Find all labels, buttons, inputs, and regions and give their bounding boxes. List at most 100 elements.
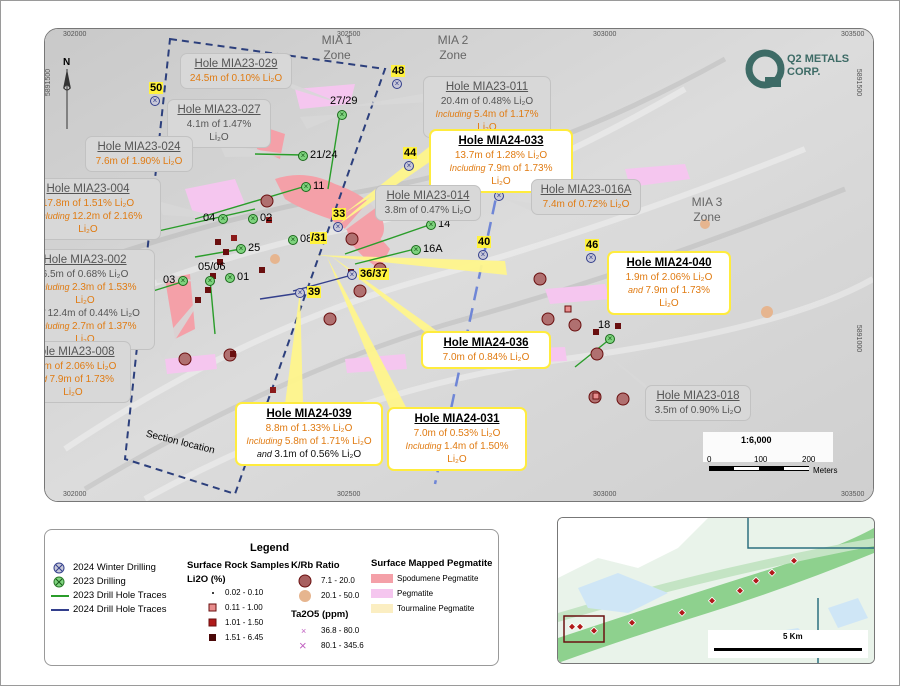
drill-hole-marker[interactable]: × <box>218 214 228 224</box>
drill-hole-marker[interactable]: × <box>333 222 343 232</box>
inset-area-north <box>558 518 708 578</box>
coord-right-2: 5891000 <box>855 324 863 353</box>
legend-krb-title: K/Rb Ratio <box>291 560 340 571</box>
company-line2: CORP. <box>787 66 821 78</box>
legend-pegmatite: Pegmatite <box>397 589 434 598</box>
scale-ratio: 1:6,000 <box>741 435 772 445</box>
legend-spodumene-swatch <box>371 574 393 583</box>
intercept-value: 12.4m of 0.44% Li₂O <box>47 308 140 319</box>
intercept-value: 12.2m of 2.16% Li₂O <box>72 211 143 235</box>
coord-top-2: 302500 <box>337 31 361 38</box>
drill-hole-label: 48 <box>391 65 406 77</box>
legend-title: Legend <box>250 542 290 554</box>
legend-ta-1-icon: × <box>301 626 306 636</box>
inset-scale-bar <box>714 648 862 651</box>
intercept-line: and 7.9m of 1.73% Li₂O <box>45 373 122 399</box>
drill-hole-marker[interactable]: × <box>605 334 615 344</box>
scale-tick-200: 200 <box>802 455 816 464</box>
intercept-value: 3.5m of 0.90% Li₂O <box>654 405 742 416</box>
legend-trace-2023-label: 2023 Drill Hole Traces <box>73 590 167 601</box>
drill-hole-marker[interactable]: × <box>205 276 215 286</box>
legend-tourmaline: Tourmaline Pegmatite <box>397 604 475 613</box>
intercept-line: 20.4m of 0.48% Li₂O <box>432 95 542 108</box>
intercept-value: 7.4m of 0.72% Li₂O <box>542 199 630 210</box>
intercept-line: 24.5m of 0.10% Li₂O <box>189 72 283 85</box>
drill-hole-marker[interactable]: × <box>295 288 305 298</box>
intercept-line: 3.8m of 0.47% Li₂O <box>384 204 472 217</box>
coord-bottom-3: 303000 <box>593 491 617 498</box>
drill-hole-marker[interactable]: × <box>150 96 160 106</box>
coord-left-1: 5891500 <box>45 68 53 97</box>
intercept-line: 7.0m of 0.53% Li₂O <box>397 427 517 440</box>
drill-hole-marker[interactable]: × <box>337 110 347 120</box>
drill-hole-marker[interactable]: × <box>225 273 235 283</box>
drill-hole-marker[interactable]: × <box>392 79 402 89</box>
pegmatite <box>185 179 245 219</box>
intercept-line: 17.8m of 1.51% Li₂O <box>45 197 152 210</box>
drill-hole-marker[interactable]: × <box>301 182 311 192</box>
intercept-line: Including 2.7m of 1.37% Li₂O <box>45 320 146 346</box>
intercept-value: 1.9m of 2.06% Li₂O <box>625 272 713 283</box>
drill-hole-marker[interactable]: × <box>298 151 308 161</box>
legend-li-2 <box>208 603 217 612</box>
drill-hole-marker[interactable]: × <box>178 276 188 286</box>
intercept-line: and 3.1m of 0.56% Li₂O <box>245 448 373 461</box>
drill-hole-marker[interactable]: × <box>347 270 357 280</box>
inset-canvas <box>558 518 874 663</box>
intercept-qualifier: and <box>45 308 48 318</box>
drill-hole-label: 21/24 <box>310 149 338 161</box>
pegmatite <box>295 84 355 109</box>
legend-li-title: Li2O (%) <box>187 574 226 585</box>
inset-map[interactable]: 5 Km <box>557 517 875 664</box>
legend-ta-range-2: 80.1 - 345.6 <box>321 641 364 650</box>
drill-hole-label: /31 <box>310 232 328 244</box>
inset-boundary <box>747 518 874 549</box>
intercept-qualifier: and <box>256 449 275 459</box>
legend-krb-range-1: 7.1 - 20.0 <box>321 576 355 585</box>
intercept-line: and 7.9m of 1.73% Li₂O <box>617 284 721 310</box>
drill-hole-marker[interactable]: × <box>411 245 421 255</box>
intercept-value: 2.3m of 1.53% Li₂O <box>72 282 137 306</box>
drill-hole-marker[interactable]: × <box>236 244 246 254</box>
drill-hole-label: 03 <box>163 274 176 286</box>
drill-hole-marker[interactable]: × <box>248 214 258 224</box>
legend-peg-title: Surface Mapped Pegmatite <box>371 558 493 569</box>
main-map[interactable]: 302000 302500 303000 303500 302000 30250… <box>44 28 874 502</box>
drill-hole-marker[interactable]: × <box>478 250 488 260</box>
q2-logo-icon <box>745 49 785 89</box>
intercept-line: 7.4m of 0.72% Li₂O <box>540 198 632 211</box>
pegmatite <box>545 284 610 304</box>
drill-hole-marker[interactable]: × <box>426 220 436 230</box>
intercept-value: 20.4m of 0.48% Li₂O <box>440 96 534 107</box>
legend-spodumene: Spodumene Pegmatite <box>397 574 479 583</box>
intercept-line: 7.6m of 1.90% Li₂O <box>94 155 184 168</box>
drill-hole-marker[interactable]: × <box>288 235 298 245</box>
intercept-line: Including 7.9m of 1.73% Li₂O <box>439 162 563 188</box>
intercept-qualifier: Including <box>449 163 489 173</box>
drill-hole-marker[interactable]: × <box>404 161 414 171</box>
intercept-value: 6.5m of 0.68% Li₂O <box>44 269 129 280</box>
intercept-value: 2.7m of 1.37% Li₂O <box>72 321 137 345</box>
drill-hole-label: 14 <box>438 218 451 230</box>
north-label: N <box>63 57 71 68</box>
intercept-value: 4.1m of 1.47% Li₂O <box>186 119 252 143</box>
legend-surface-title: Surface Rock Samples <box>187 560 290 571</box>
drill-hole-marker[interactable]: × <box>586 253 596 263</box>
intercept-qualifier: and <box>45 374 50 384</box>
pegmatite <box>165 354 217 374</box>
legend-ta-2-icon: × <box>299 638 307 653</box>
